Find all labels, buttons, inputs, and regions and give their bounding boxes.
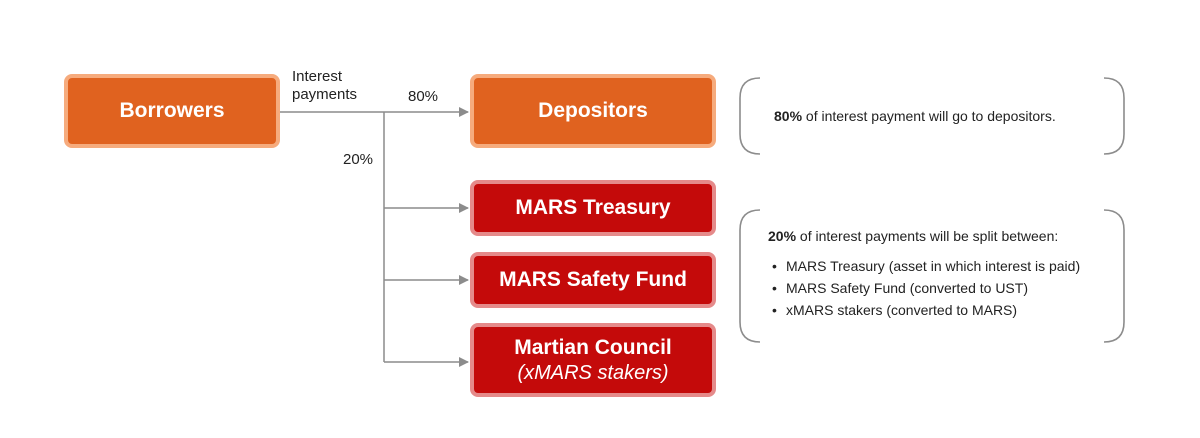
bracket-left-split <box>739 209 761 343</box>
bracket-right-depositors <box>1103 77 1125 155</box>
interest-label-line2: payments <box>292 86 358 103</box>
split-percent: 20% <box>343 151 374 168</box>
split-note-item-xmars: xMARS stakers (converted to MARS) <box>768 302 1108 318</box>
mars-treasury-box: MARS Treasury <box>470 180 716 236</box>
mars-safety-fund-box: MARS Safety Fund <box>470 252 716 308</box>
borrowers-label: Borrowers <box>119 99 225 122</box>
split-note-percent: 20% <box>768 228 797 244</box>
martian-council-sublabel: (xMARS stakers) <box>517 361 669 384</box>
depositors-percent: 80% <box>408 88 439 105</box>
bracket-right-split <box>1103 209 1125 343</box>
mars-treasury-label: MARS Treasury <box>515 196 671 219</box>
borrowers-box: Borrowers <box>64 74 280 148</box>
bracket-left-depositors <box>739 77 761 155</box>
split-note-item-safety-fund: MARS Safety Fund (converted to UST) <box>768 280 1108 296</box>
split-note: 20% of interest payments will be split b… <box>768 228 1108 324</box>
martian-council-label: Martian Council <box>514 335 672 359</box>
depositors-label: Depositors <box>538 99 648 122</box>
depositors-note: 80% of interest payment will go to depos… <box>774 108 1056 124</box>
martian-council-box: Martian Council (xMARS stakers) <box>470 323 716 397</box>
interest-payments-label: Interest payments <box>292 68 357 104</box>
split-note-list: MARS Treasury (asset in which interest i… <box>768 258 1108 318</box>
depositors-box: Depositors <box>470 74 716 148</box>
mars-safety-fund-label: MARS Safety Fund <box>499 268 687 291</box>
depositors-note-percent: 80% <box>774 108 803 124</box>
interest-label-line1: Interest <box>292 68 343 85</box>
split-note-text: of interest payments will be split betwe… <box>796 228 1059 244</box>
split-note-item-treasury: MARS Treasury (asset in which interest i… <box>768 258 1108 274</box>
split-note-heading: 20% of interest payments will be split b… <box>768 228 1108 244</box>
depositors-note-text: of interest payment will go to depositor… <box>802 108 1056 124</box>
